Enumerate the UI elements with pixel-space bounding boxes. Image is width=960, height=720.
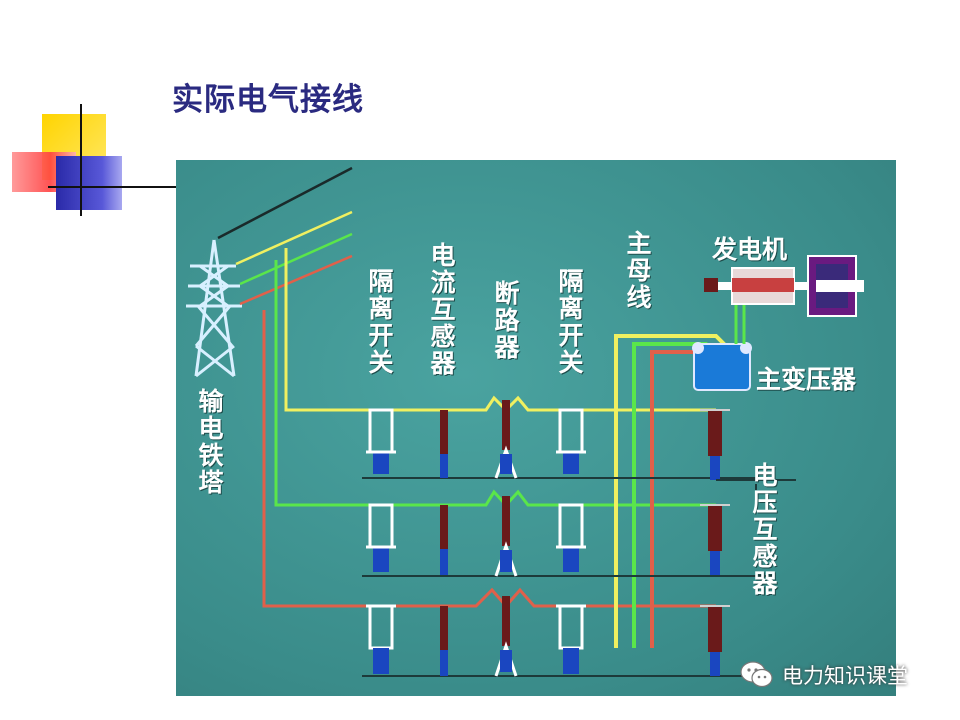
current-transformer-3 <box>440 606 448 676</box>
transmission-tower-icon <box>186 239 242 378</box>
label-breaker: 断路器 <box>494 279 520 362</box>
decor-blue-square <box>56 156 122 210</box>
feeder-phase-a <box>284 248 366 412</box>
wiring-diagram: 输电铁塔 隔离开关 电流互感器 断路器 隔离开关 主母线 发电机 主变压器 电压… <box>176 160 896 696</box>
label-main-transformer: 主变压器 <box>756 365 857 394</box>
watermark-text: 电力知识课堂 <box>782 664 908 688</box>
slide-title: 实际电气接线 <box>172 82 364 118</box>
current-transformer-2 <box>440 505 448 575</box>
breaker-3 <box>494 596 518 677</box>
disconnector-right-1 <box>556 408 586 474</box>
voltage-transformers <box>700 409 730 676</box>
label-tower: 输电铁塔 <box>198 387 224 497</box>
disconnector-right-3 <box>556 604 586 674</box>
overhead-phase-a <box>235 210 353 266</box>
overhead-phase-c <box>239 254 353 306</box>
decor-vertical-line <box>80 104 82 216</box>
bay-conductors <box>366 395 716 609</box>
watermark: 电力知识课堂 <box>740 660 908 690</box>
transformer-icon <box>692 342 752 391</box>
disconnector-left-1 <box>366 408 396 474</box>
overhead-phase-b <box>239 232 353 286</box>
feeder-phase-b <box>274 260 366 507</box>
equipment-row-2 <box>366 496 586 577</box>
label-generator: 发电机 <box>712 235 788 264</box>
ground-wire <box>217 166 353 240</box>
label-disconnector-right: 隔离开关 <box>558 267 584 377</box>
equipment-row-3 <box>366 596 586 677</box>
feeder-drops <box>262 248 366 608</box>
generator-icon <box>704 255 864 317</box>
current-transformer-1 <box>440 410 448 478</box>
label-main-bus: 主母线 <box>626 229 652 312</box>
disconnector-left-3 <box>366 604 396 674</box>
equipment-row-1 <box>366 400 586 479</box>
decor-horizontal-line <box>48 186 178 188</box>
feeder-phase-c <box>262 310 366 608</box>
label-current-transformer: 电流互感器 <box>430 241 456 378</box>
bay-base-lines <box>362 477 772 677</box>
overhead-lines <box>217 166 353 306</box>
disconnector-left-2 <box>366 503 396 572</box>
disconnector-right-2 <box>556 503 586 572</box>
wechat-icon <box>740 661 773 688</box>
label-voltage-transformer: 电压互感器 <box>752 461 778 598</box>
wiring-diagram-svg <box>186 166 864 677</box>
breaker-1 <box>494 400 518 479</box>
breaker-2 <box>494 496 518 577</box>
label-disconnector-left: 隔离开关 <box>368 267 394 377</box>
